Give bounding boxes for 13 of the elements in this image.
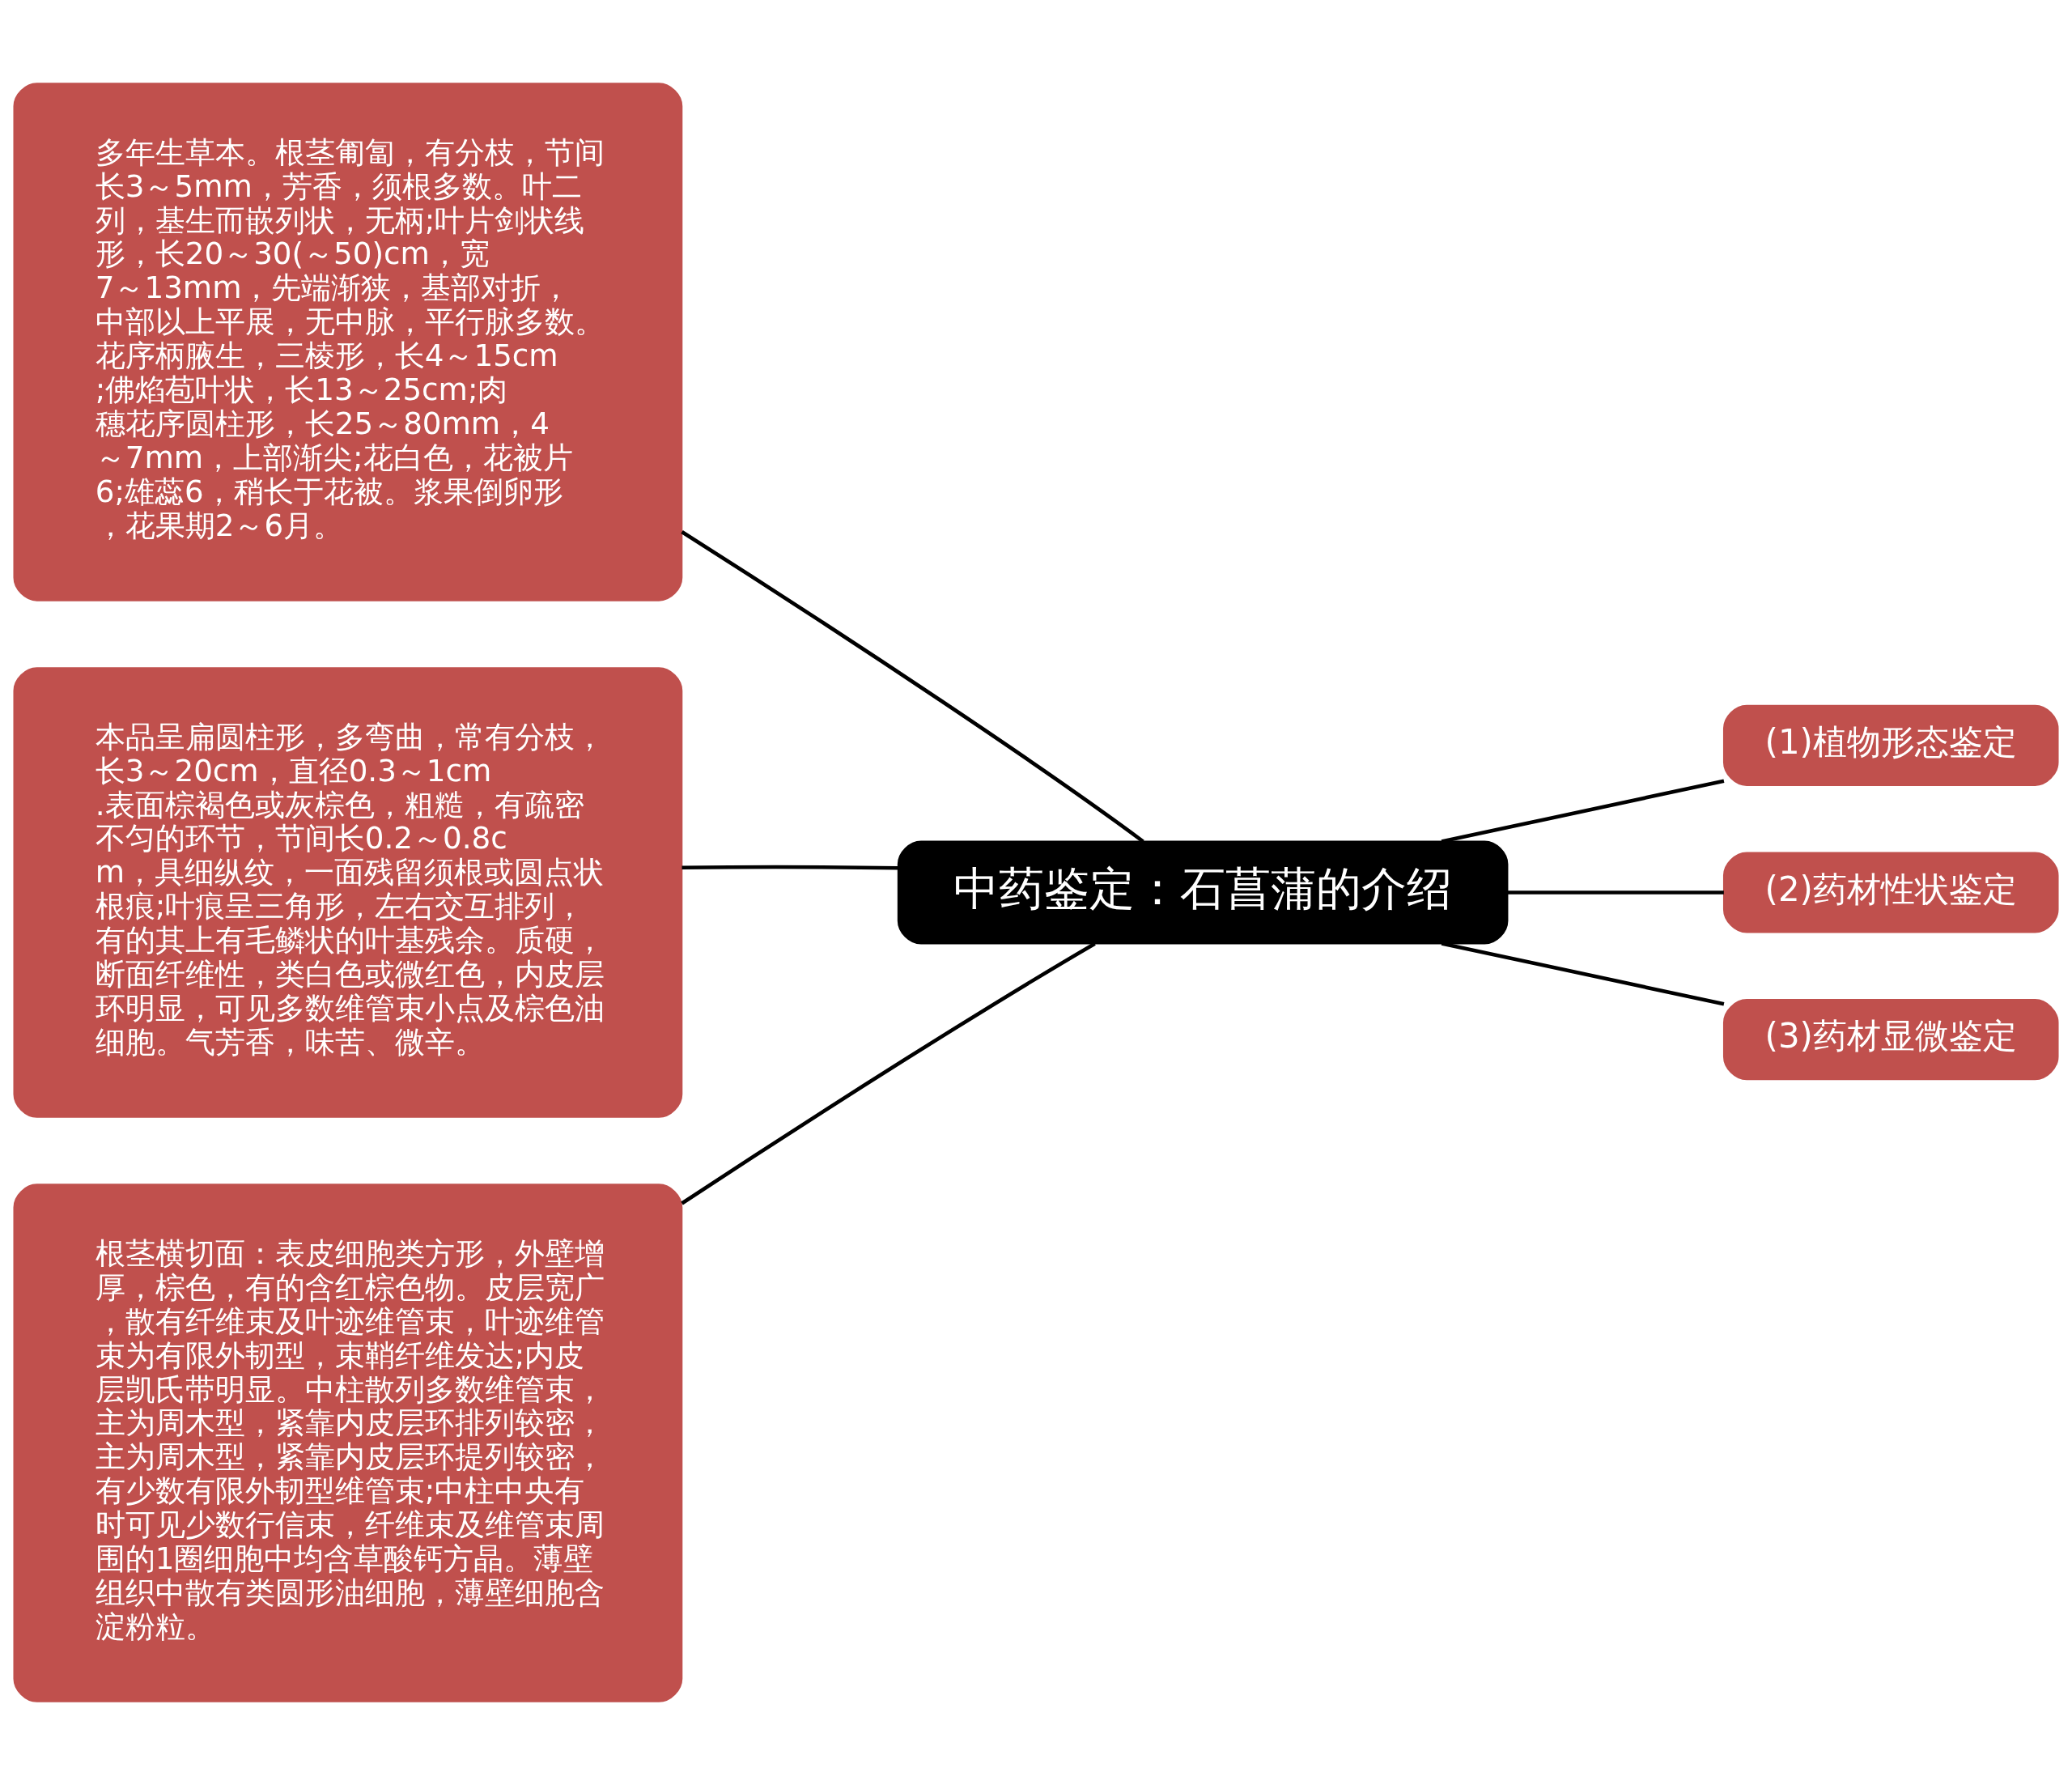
node-box: 根茎横切面：表皮细胞类方形，外壁增厚，棕色，有的含红棕色物。皮层宽广，散有纤维束及叶迹维管束，叶迹维管束为有限外韧型，束鞘纤维发达;内皮层凯氏带明显。中柱散列多数维管束，主为周木型，紧靠内皮层环排列较密，主为周木型，紧靠内皮层环提列较密，有少数有限外韧型维管束;中柱中央有时可见少数行信束，纤维束及维管束周围的1圈细胞中均含草酸钙方晶。薄壁组织中散有类圆形油细胞，薄壁细胞含淀粉粒。 <box>13 1184 683 1702</box>
node-box: 中药鉴定：石菖蒲的介绍 <box>897 840 1509 945</box>
node-box: (1)植物形态鉴定 <box>1722 704 2059 786</box>
connector <box>1441 779 1725 844</box>
node-box: (3)药材显微鉴定 <box>1722 999 2059 1081</box>
connector <box>681 941 1096 1205</box>
node-box: 本品呈扁圆柱形，多弯曲，常有分枝，长3～20cm，直径0.3～1cm.表面棕褐色或灰棕色，粗糙，有疏密不匀的环节，节间长0.2～0.8cm，具细纵纹，一面残留须根或圆点状根痕;叶痕呈三角形，左右交互排列，有的其上有毛鳞状的叶基残余。质硬，断面纤维性，类白色或微红色，内皮层环明显，可见多数维管束小点及棕色油细胞。气芳香，味苦、微辛。 <box>13 667 683 1118</box>
node-box: (2)药材性状鉴定 <box>1722 852 2059 933</box>
connector <box>681 865 898 870</box>
node-box: 多年生草本。根茎匍匐，有分枝，节间长3～5mm，芳香，须根多数。叶二列，基生而嵌列状，无柄;叶片剑状线形，长20～30(～50)cm，宽7～13mm，先端渐狭，基部对折，中部以上平展，无中脉，平行脉多数。花序柄腋生，三棱形，长4～15cm;佛焰苞叶状，长13～25cm;肉穗花序圆柱形，长25～80mm，4～7mm，上部渐尖;花白色，花被片6;雄蕊6，稍长于花被。浆果倒卵形，花果期2～6月。 <box>13 83 683 601</box>
connector <box>681 530 1144 844</box>
connector <box>1507 890 1724 895</box>
connector <box>1441 941 1725 1006</box>
